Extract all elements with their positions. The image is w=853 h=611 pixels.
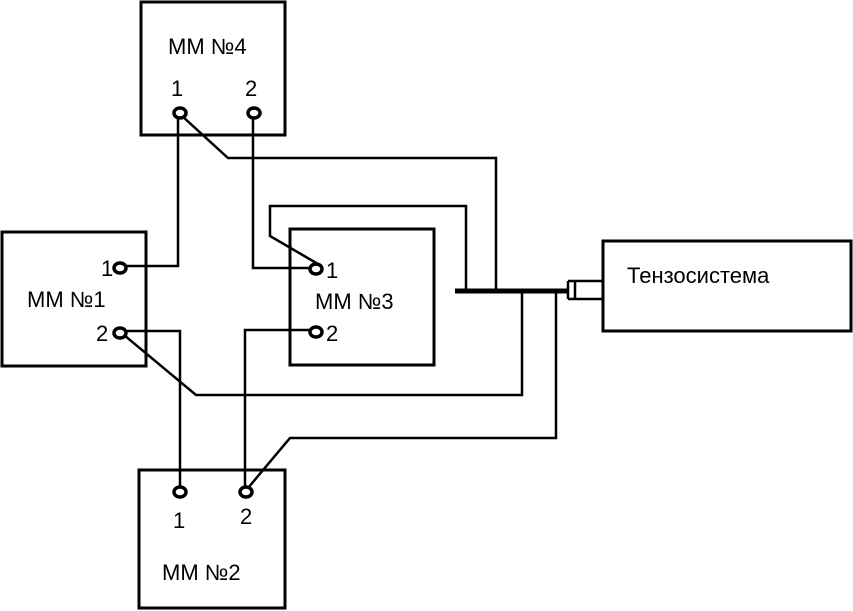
wire-mm4-1-bus — [181, 115, 498, 290]
mm2-title: ММ №2 — [162, 560, 241, 585]
mm4-pin2-label: 2 — [245, 76, 257, 101]
mm1-pin2-label: 2 — [96, 321, 108, 346]
mm3-pin1-label: 1 — [326, 258, 338, 283]
mm1-terminal-1 — [112, 261, 128, 275]
mm3-pin2-label: 2 — [326, 321, 338, 346]
module-mm3-box — [288, 227, 436, 367]
mm2-terminal-2 — [238, 485, 254, 499]
mm2-pin2-label: 2 — [240, 504, 252, 529]
wire-mm3-2-mm2-2 — [243, 328, 310, 486]
wire-mm4-1-mm1-1 — [120, 118, 180, 268]
wires — [120, 115, 603, 489]
mm4-terminal-1 — [172, 106, 188, 120]
module-mm1-box — [0, 230, 148, 368]
mm2-terminal-1 — [172, 485, 188, 499]
wire-mm2-2-bus — [247, 293, 558, 489]
tenzosystem-label: Тензосистема — [627, 263, 770, 288]
tenzosystem-box — [601, 239, 853, 333]
mm4-terminal-2 — [246, 106, 262, 120]
mm4-pin1-label: 1 — [171, 76, 183, 101]
terminals — [112, 106, 324, 499]
mm1-title: ММ №1 — [27, 287, 106, 312]
mm4-title: ММ №4 — [168, 34, 247, 59]
mm3-title: ММ №3 — [315, 289, 394, 314]
wire-mm1-2-mm2-1 — [126, 329, 182, 486]
mm1-terminal-2 — [112, 326, 128, 340]
module-mm2-box — [137, 468, 287, 610]
mm3-terminal-1 — [308, 262, 324, 276]
module-mm4-box — [139, 0, 287, 137]
mm1-pin1-label: 1 — [101, 256, 113, 281]
bus-connector — [566, 279, 603, 301]
mm3-terminal-2 — [308, 325, 324, 339]
mm2-pin1-label: 1 — [173, 508, 185, 533]
wire-mm1-2-bus — [123, 293, 524, 397]
wire-mm4-2-mm3-1 — [251, 118, 314, 270]
wire-mm3-1-bus — [268, 204, 468, 290]
